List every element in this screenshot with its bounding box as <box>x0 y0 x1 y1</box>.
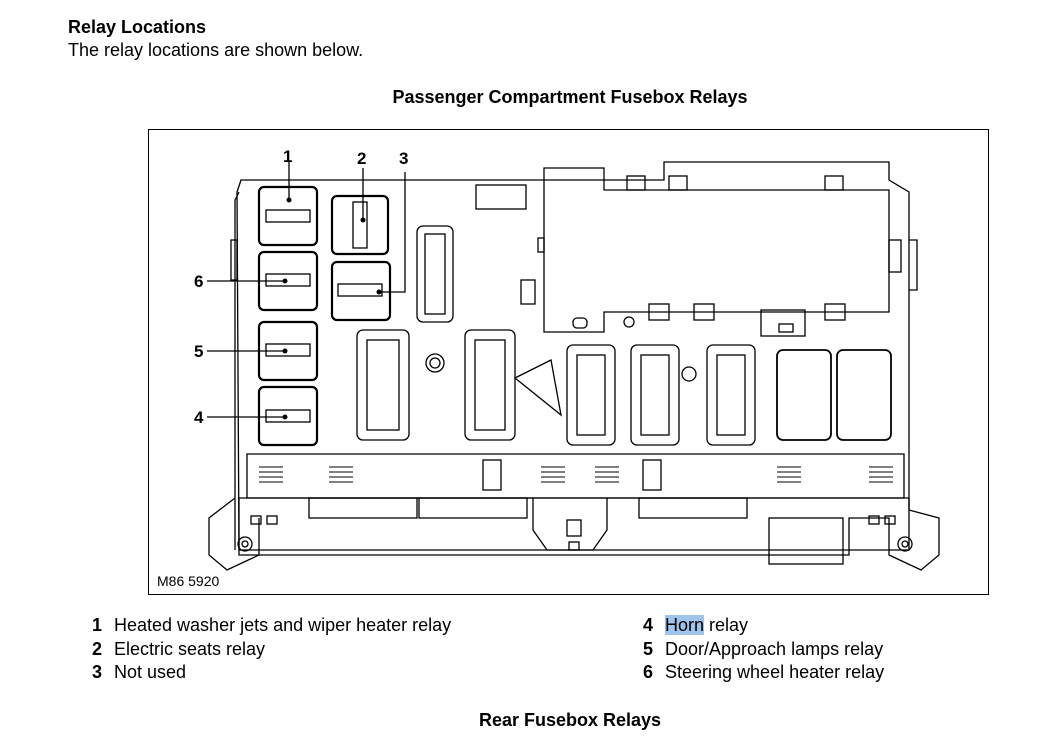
fuse-strip <box>246 453 905 499</box>
fusebox-drawing: 1 2 3 6 5 4 M86 5920 <box>157 147 940 589</box>
passenger-fusebox-title: Passenger Compartment Fusebox Relays <box>392 87 748 107</box>
intro-text: The relay locations are shown below. <box>68 40 364 60</box>
figure-id: M86 5920 <box>157 573 219 589</box>
highlighted-text: Horn <box>665 615 705 635</box>
callout-2: 2 <box>357 149 366 168</box>
relay-1 <box>257 185 319 247</box>
relay-4 <box>257 385 319 447</box>
callout-1: 1 <box>283 147 292 166</box>
relay-2 <box>330 194 390 256</box>
fusebox-housing <box>236 161 910 551</box>
callout-3: 3 <box>399 149 408 168</box>
upper-connector-housing <box>543 167 890 333</box>
callout-5: 5 <box>194 342 203 361</box>
rear-fusebox-title: Rear Fusebox Relays <box>478 710 662 730</box>
fusebox-diagram: 1 2 3 6 5 4 M86 5920 <box>148 129 989 595</box>
callout-6: 6 <box>194 272 203 291</box>
relay-locations-heading: Relay Locations <box>68 17 207 37</box>
relay-3 <box>330 260 392 322</box>
callout-4: 4 <box>194 408 204 427</box>
mounting-base <box>238 497 940 571</box>
